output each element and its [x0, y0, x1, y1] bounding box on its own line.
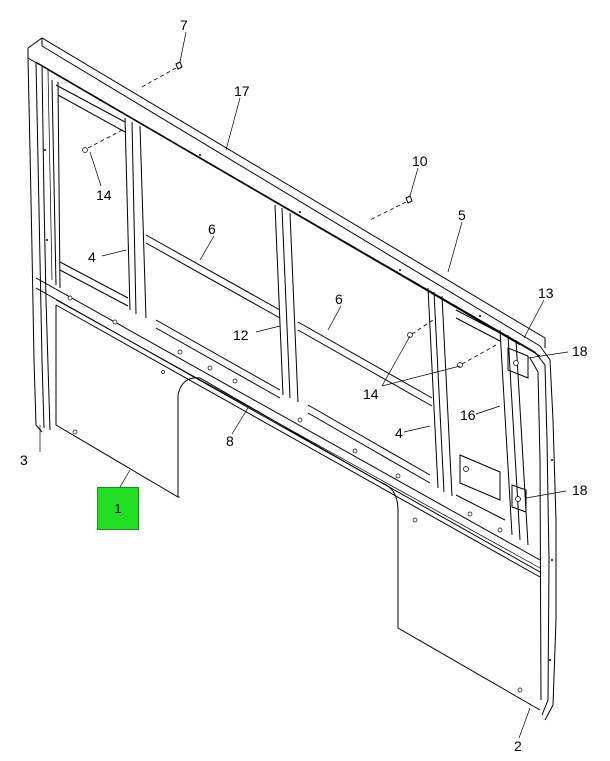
top-rail [27, 37, 546, 357]
callout-8: 8 [226, 433, 234, 449]
callout-18-top: 18 [572, 343, 588, 359]
callout-14-left: 14 [96, 187, 112, 203]
screw-10 [369, 195, 413, 221]
callout-12: 12 [233, 327, 249, 343]
callout-1-highlight[interactable]: 1 [97, 487, 139, 530]
callout-16: 16 [460, 407, 476, 423]
callout-6-right: 6 [335, 291, 343, 307]
screw-7 [139, 61, 183, 89]
callout-5: 5 [458, 207, 466, 223]
callout-labels: 7 17 10 14 5 6 4 6 13 12 18 14 16 4 8 3 … [20, 17, 588, 754]
leader-lines [39, 31, 569, 739]
dash-14-right-a [411, 317, 437, 335]
dash-14-right-b [461, 344, 497, 365]
callout-6-left: 6 [208, 221, 216, 237]
callout-3: 3 [20, 452, 28, 468]
dash-14-left [87, 127, 127, 149]
callout-13: 13 [538, 285, 554, 301]
callout-10: 10 [412, 153, 428, 169]
right-post [529, 345, 557, 721]
callout-7: 7 [180, 17, 188, 33]
lower-panel [55, 305, 541, 711]
rivet-holes [44, 99, 553, 693]
belt-rail [35, 277, 541, 578]
frame-verticals [51, 79, 529, 546]
callout-18-bottom: 18 [572, 482, 588, 498]
callout-17: 17 [234, 83, 250, 99]
callout-14-right: 14 [363, 386, 379, 402]
plates [459, 347, 529, 513]
callout-4-right: 4 [395, 425, 403, 441]
callout-4-left: 4 [88, 249, 96, 265]
callout-1: 1 [114, 501, 122, 516]
frame-horizontals [55, 84, 506, 521]
callout-2: 2 [514, 738, 522, 754]
left-post [27, 57, 53, 433]
